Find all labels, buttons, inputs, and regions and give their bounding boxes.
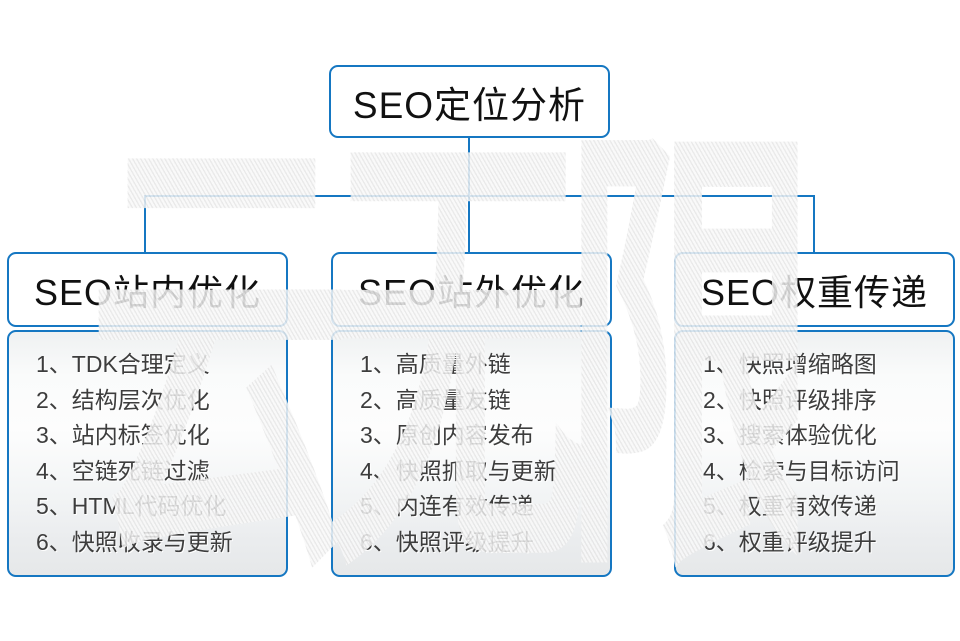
branch-offsite-list: 1、高质量外链 2、高质量友链 3、原创内容发布 4、快照抓取与更新 5、内连有…: [331, 330, 612, 577]
list-item: 2、快照评级排序: [703, 386, 877, 413]
branch-offsite-title: SEO站外优化: [357, 271, 586, 313]
branch-onsite: SEO站内优化 1、TDK合理定义 2、结构层次优化 3、站内标签优化 4、空链…: [7, 252, 288, 577]
branch-weight-list: 1、快照增缩略图 2、快照评级排序 3、搜索体验优化 4、检索与目标访问 5、权…: [674, 330, 955, 577]
list-item: 2、结构层次优化: [36, 386, 210, 413]
list-item: 4、检索与目标访问: [703, 457, 900, 484]
list-item: 6、快照评级提升: [360, 528, 534, 555]
list-item: 4、快照抓取与更新: [360, 457, 557, 484]
list-item: 3、搜索体验优化: [703, 422, 877, 448]
list-item: 5、权重有效传递: [703, 493, 877, 519]
branch-onsite-title: SEO站内优化: [33, 271, 262, 313]
branch-onsite-list: 1、TDK合理定义 2、结构层次优化 3、站内标签优化 4、空链死链过滤 5、H…: [7, 330, 288, 577]
connector-right-drop: [813, 195, 815, 253]
connector-middle-drop: [468, 195, 470, 253]
root-node-label: SEO定位分析: [352, 84, 587, 126]
list-item: 5、内连有效传递: [360, 493, 534, 519]
branch-weight-header: SEO权重传递: [674, 252, 955, 327]
branch-onsite-header: SEO站内优化: [7, 252, 288, 327]
list-item: 4、空链死链过滤: [36, 457, 210, 484]
list-item: 6、快照收录与更新: [36, 528, 233, 555]
list-item: 3、原创内容发布: [360, 422, 534, 448]
list-item: 6、权重评级提升: [703, 528, 877, 555]
branch-weight: SEO权重传递 1、快照增缩略图 2、快照评级排序 3、搜索体验优化 4、检索与…: [674, 252, 955, 577]
list-item: 1、高质量外链: [360, 351, 511, 377]
list-item: 1、TDK合理定义: [36, 351, 210, 377]
branch-offsite-header: SEO站外优化: [331, 252, 612, 327]
list-item: 5、HTML代码优化: [36, 493, 227, 519]
root-node: SEO定位分析: [329, 65, 610, 138]
connector-root-drop: [468, 137, 470, 196]
connector-left-drop: [144, 195, 146, 253]
branch-weight-title: SEO权重传递: [700, 271, 929, 313]
list-item: 3、站内标签优化: [36, 422, 210, 448]
list-item: 1、快照增缩略图: [703, 351, 877, 377]
connector-rail: [144, 195, 815, 197]
branch-offsite: SEO站外优化 1、高质量外链 2、高质量友链 3、原创内容发布 4、快照抓取与…: [331, 252, 612, 577]
list-item: 2、高质量友链: [360, 386, 511, 413]
